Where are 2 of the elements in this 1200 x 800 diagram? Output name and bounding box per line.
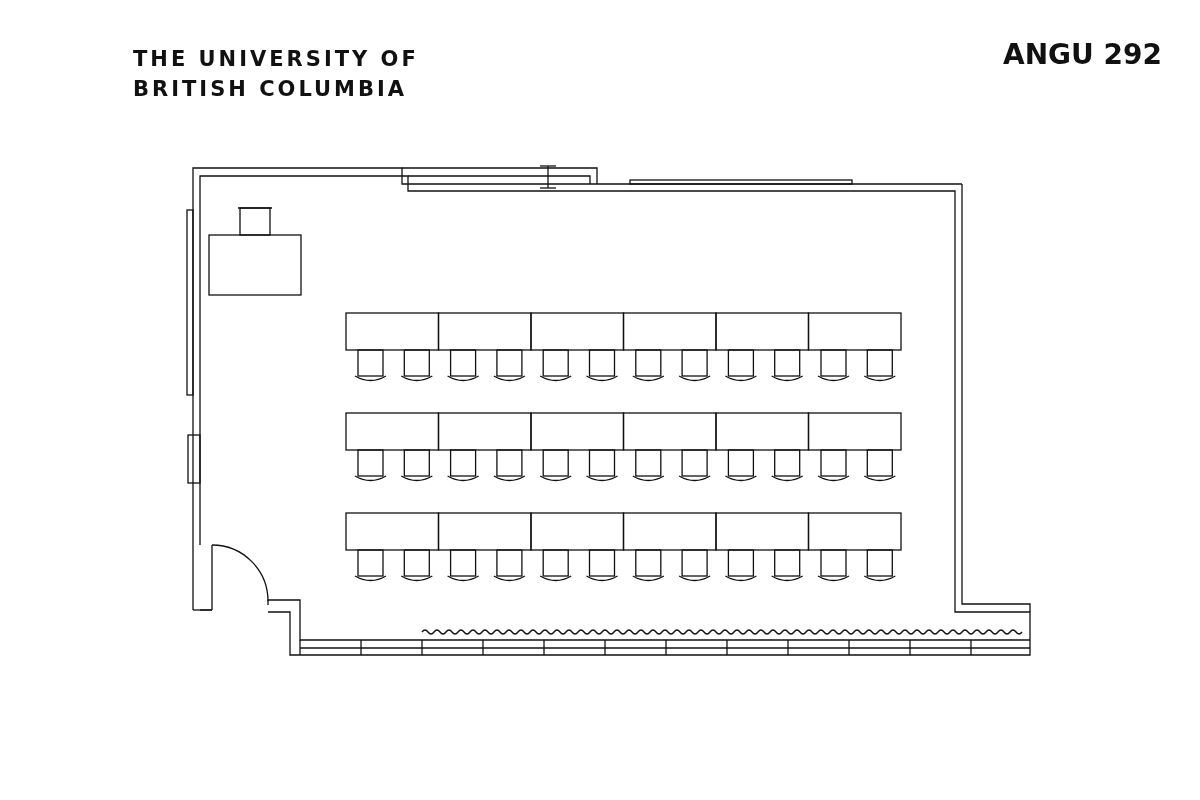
university-name: THE UNIVERSITY OF BRITISH COLUMBIA xyxy=(133,46,420,103)
room-title: ANGU 292 xyxy=(1002,38,1162,71)
